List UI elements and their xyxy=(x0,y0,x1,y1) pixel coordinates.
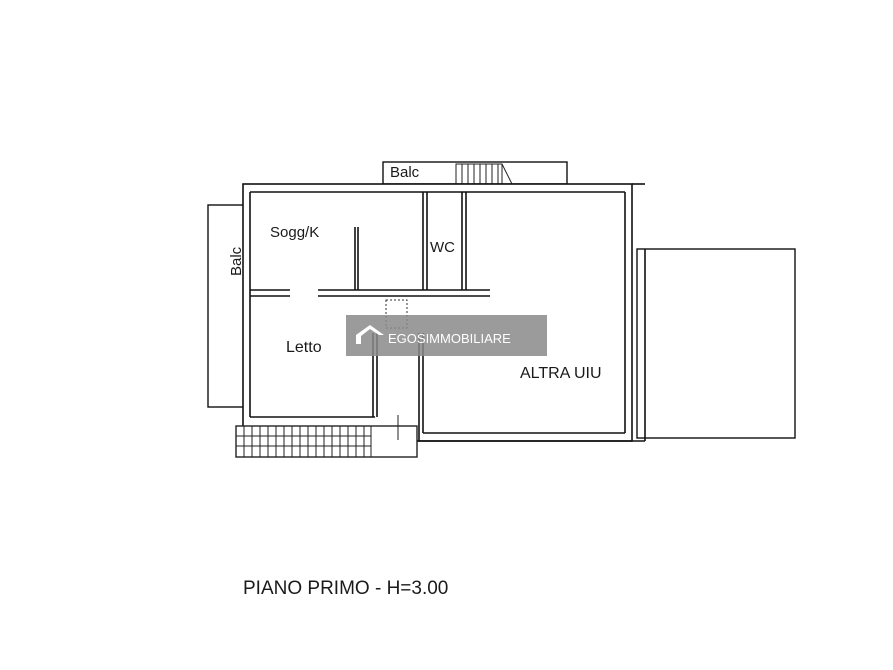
room-label-balcony-left: Balc xyxy=(228,246,245,276)
room-label-bathroom: WC xyxy=(430,239,455,256)
house-icon xyxy=(356,325,384,344)
room-label-living-kitchen: Sogg/K xyxy=(270,224,319,241)
watermark-brand: EGOSIMMOBILIARE xyxy=(388,331,511,346)
annex-area xyxy=(636,248,796,439)
balcony-left-outline xyxy=(207,204,249,408)
duct-dashed xyxy=(385,299,408,329)
room-label-balcony-top: Balc xyxy=(390,164,420,181)
walls xyxy=(242,183,646,442)
room-label-other-unit: ALTRA UIU xyxy=(520,365,602,382)
watermark-logo: EGOSIMMOBILIARE xyxy=(346,315,547,356)
room-label-bedroom: Letto xyxy=(286,339,322,356)
floor-caption: PIANO PRIMO - H=3.00 xyxy=(243,578,448,599)
stairs-bottom xyxy=(235,415,418,458)
